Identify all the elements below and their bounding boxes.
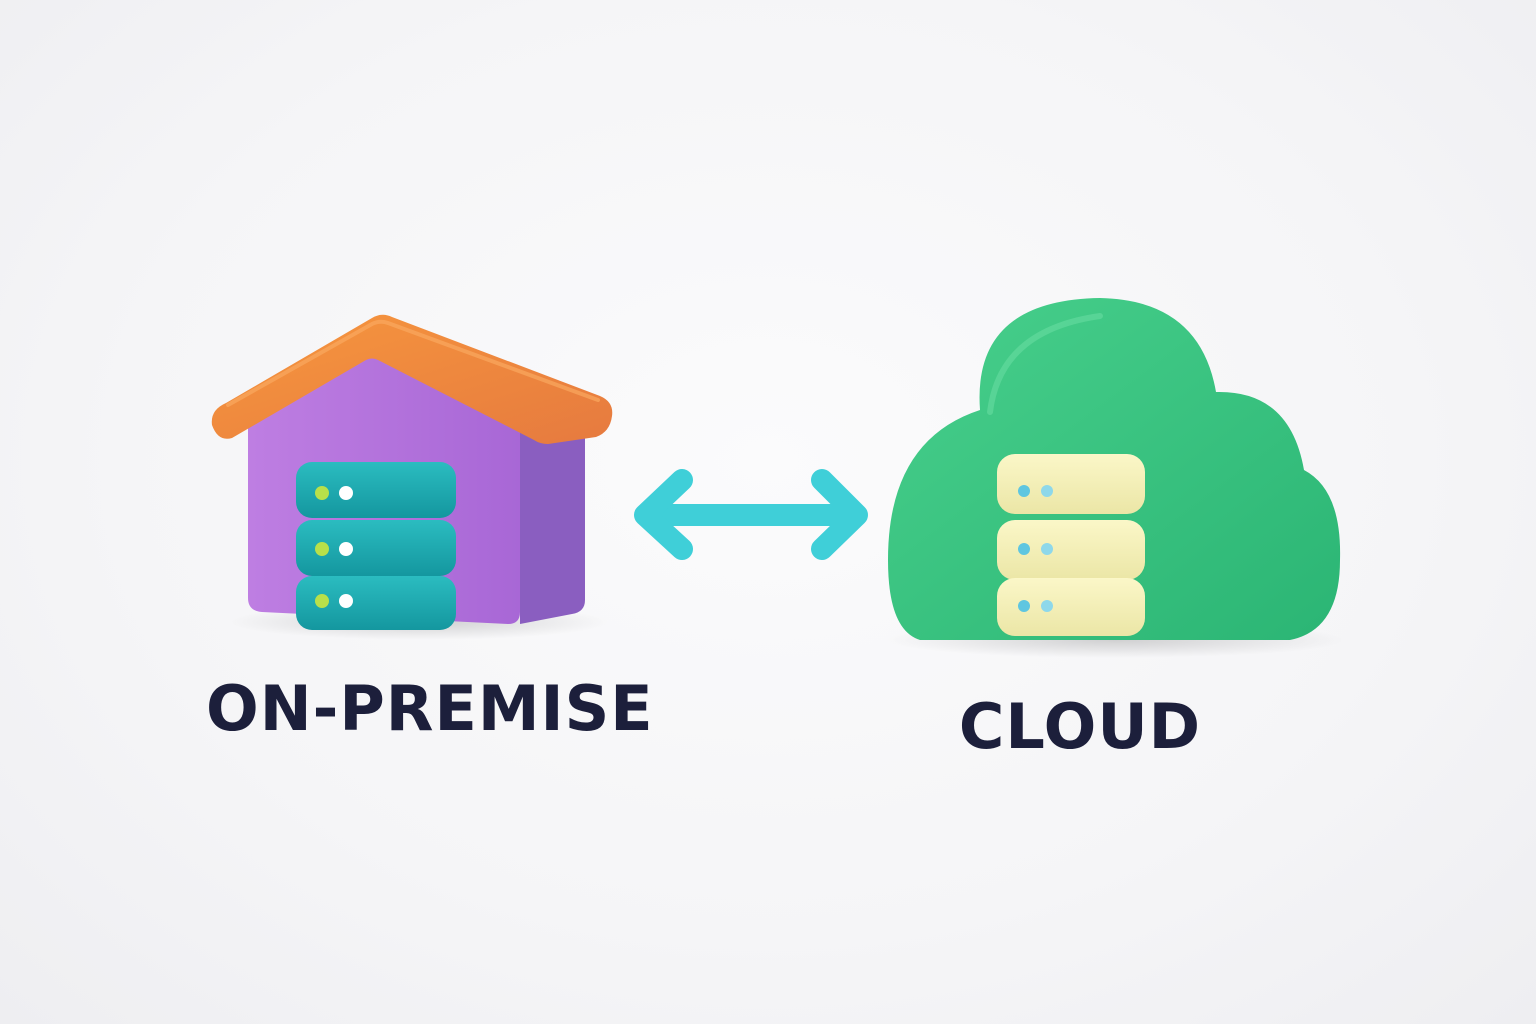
status-led-icon xyxy=(1018,600,1030,612)
house-with-server-icon xyxy=(211,314,613,640)
on-premise-server-icon xyxy=(296,462,456,630)
bidirectional-arrow-icon xyxy=(634,469,868,560)
status-led-icon xyxy=(315,594,329,608)
on-premise-label: ON-PREMISE xyxy=(206,672,654,745)
status-led-icon xyxy=(315,542,329,556)
status-led-icon xyxy=(315,486,329,500)
status-led-icon xyxy=(1018,485,1030,497)
cloud-with-server-icon xyxy=(885,298,1345,658)
status-led-icon xyxy=(1018,543,1030,555)
cloud-server-icon xyxy=(997,454,1145,636)
cloud-label: CLOUD xyxy=(958,690,1202,763)
